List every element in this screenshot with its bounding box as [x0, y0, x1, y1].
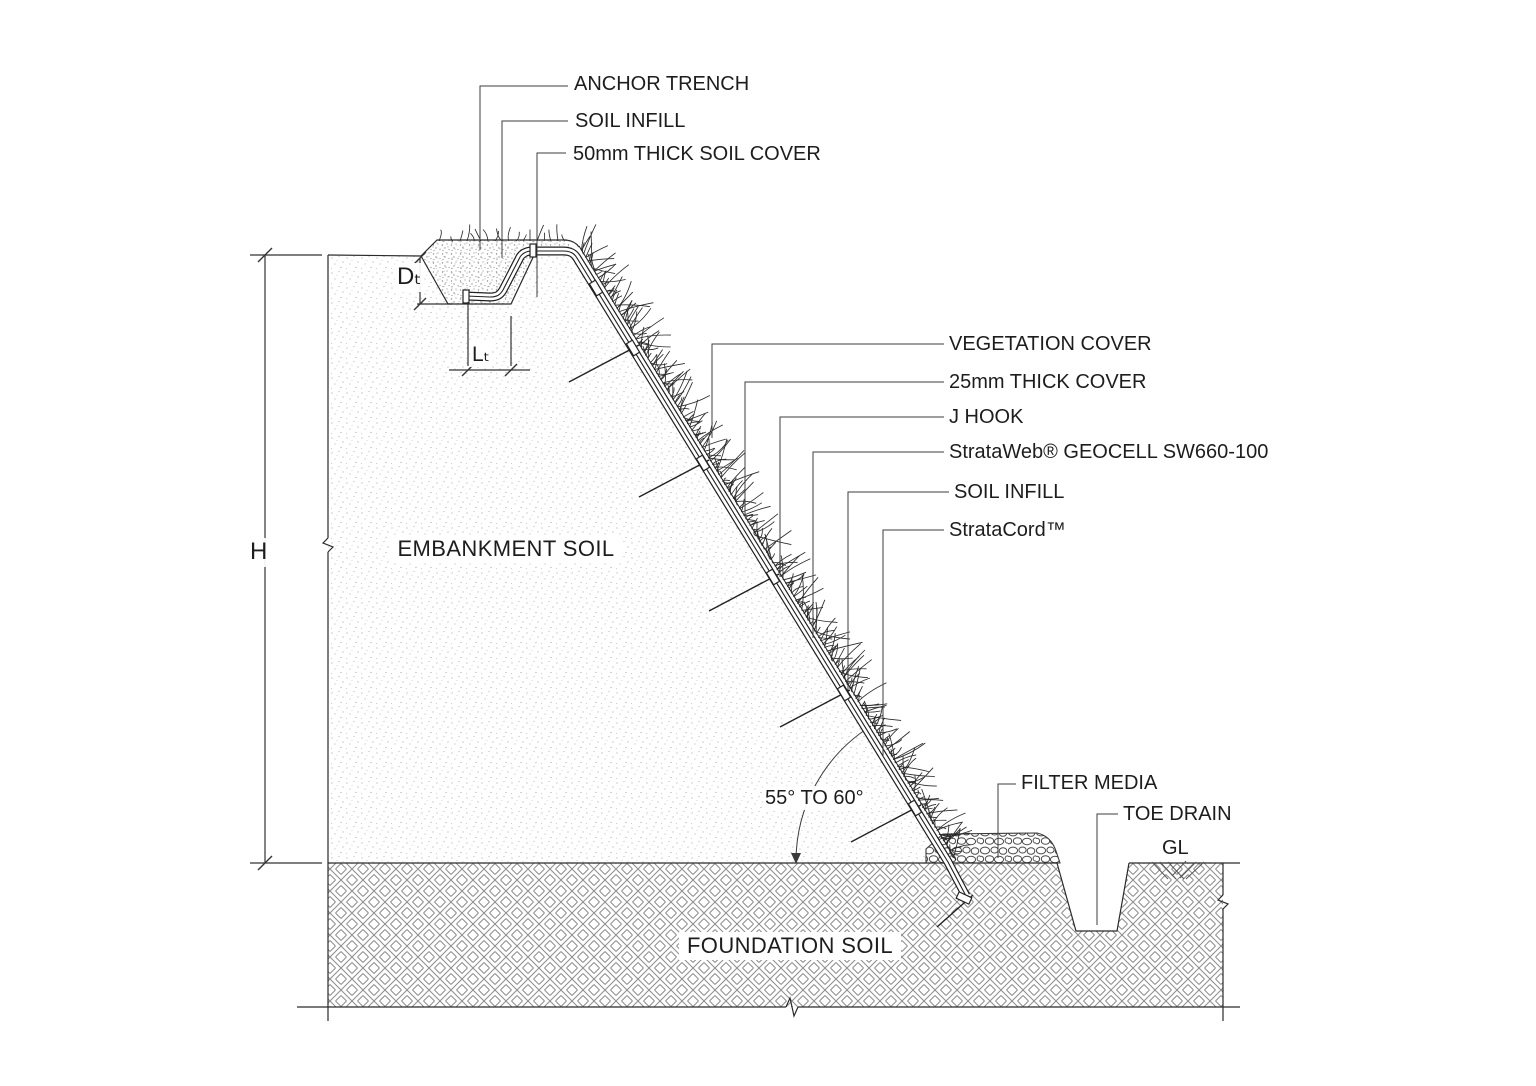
j-hook-clips [462, 243, 973, 905]
stratacord-label: StrataCord™ [947, 518, 1068, 542]
filter-media-label: FILTER MEDIA [1019, 771, 1160, 795]
trench-width-dim-label: Lₜ [470, 342, 492, 368]
geocell-label: StrataWeb® GEOCELL SW660-100 [947, 440, 1271, 464]
j-hook-label: J HOOK [947, 405, 1026, 429]
slope-angle-arc [791, 725, 872, 864]
height-dim-label: H [248, 538, 270, 567]
filter-media-region [925, 832, 1061, 864]
vegetation-cover-label: VEGETATION COVER [947, 332, 1154, 356]
soil-infill-slope-label: SOIL INFILL [952, 480, 1067, 504]
trench-depth-dim-label: Dₜ [395, 263, 424, 292]
toe-drain-label: TOE DRAIN [1121, 802, 1234, 826]
embankment-soil-region [328, 240, 948, 862]
soil-infill-top-label: SOIL INFILL [573, 109, 688, 133]
ground-scrub-marks [1151, 860, 1205, 880]
soil-cover-50mm-label: 50mm THICK SOIL COVER [571, 142, 823, 166]
anchor-trench-infill-region [421, 240, 573, 304]
ground-level-label: GL [1160, 836, 1191, 860]
foundation-soil-label: FOUNDATION SOIL [678, 932, 902, 961]
anchor-trench-label: ANCHOR TRENCH [572, 72, 752, 96]
leader-lines [479, 85, 1118, 925]
cover-25mm-label: 25mm THICK COVER [947, 370, 1149, 394]
j-hook-pins [568, 344, 974, 928]
vegetation-cover-grass [438, 224, 973, 859]
embankment-outline [321, 239, 580, 863]
foundation-outline [297, 862, 1240, 1021]
embankment-soil-label: EMBANKMENT SOIL [389, 535, 623, 564]
slope-angle-label: 55° TO 60° [763, 786, 866, 810]
